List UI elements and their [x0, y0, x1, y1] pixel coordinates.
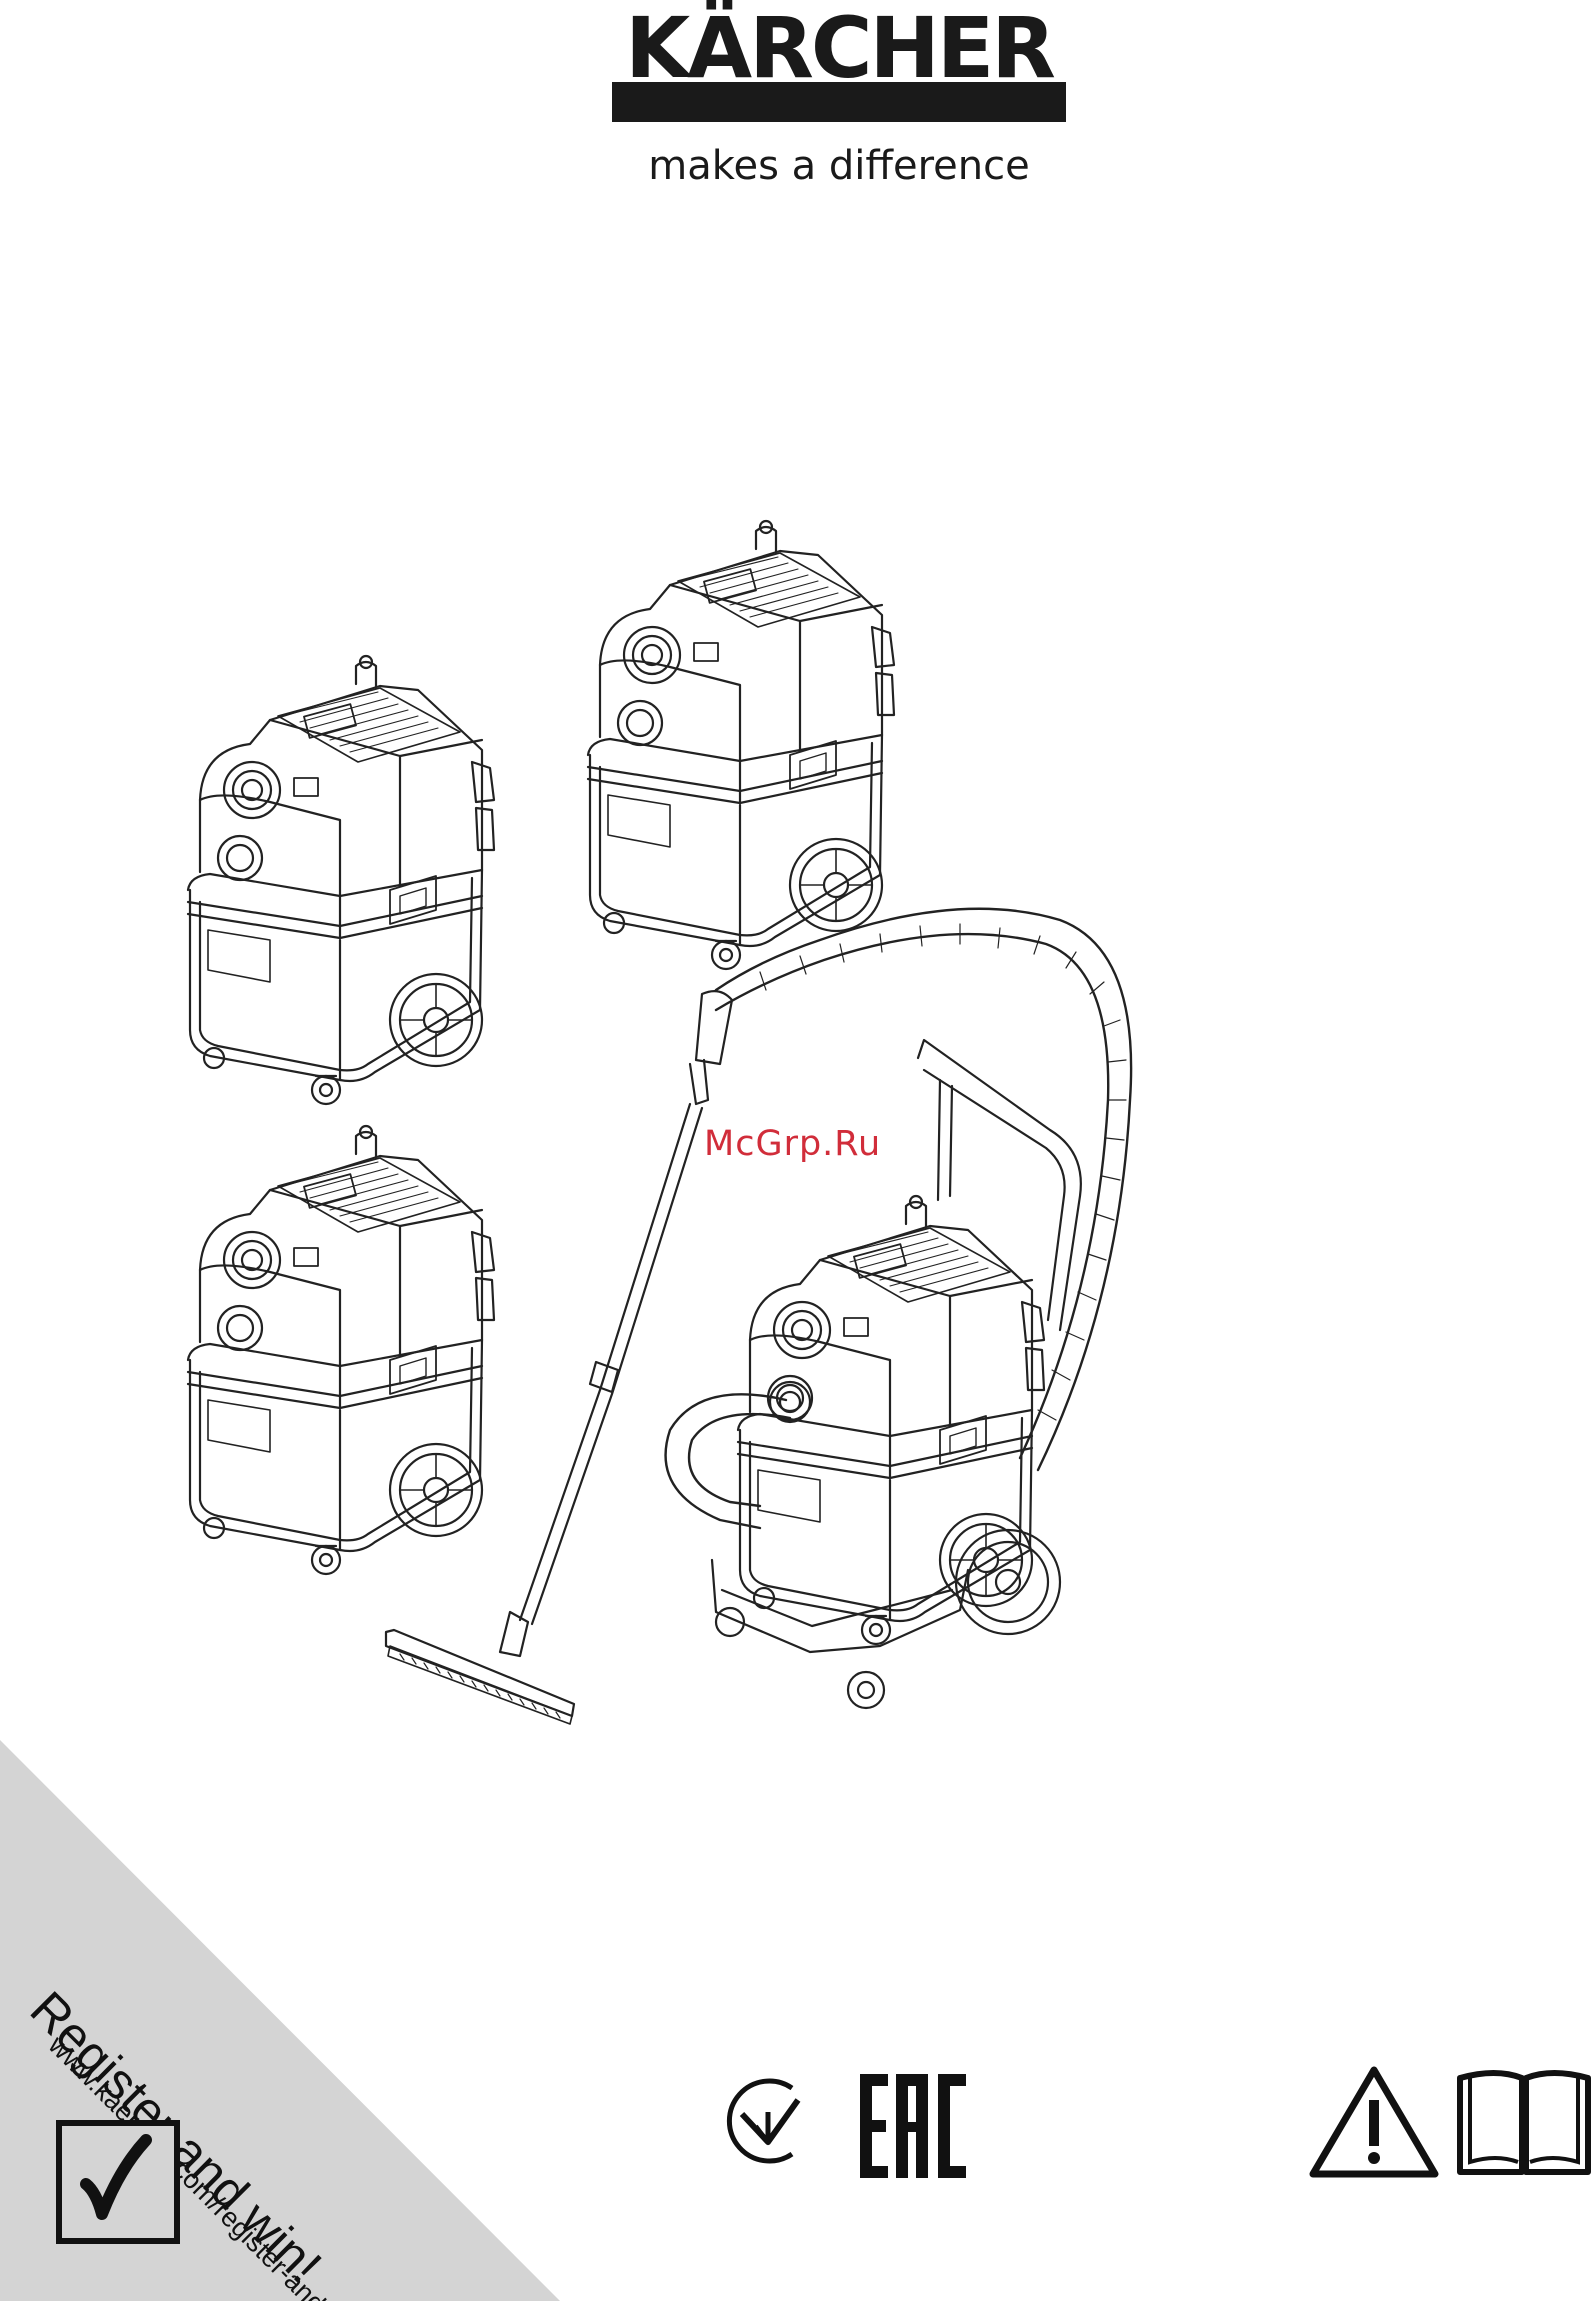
eac-conformity-icon	[860, 2074, 966, 2178]
warning-triangle-icon	[1307, 2064, 1441, 2180]
checkbox-check-icon	[56, 2120, 180, 2244]
ukrainian-conformity-icon	[722, 2066, 816, 2176]
open-manual-icon	[1456, 2064, 1592, 2180]
